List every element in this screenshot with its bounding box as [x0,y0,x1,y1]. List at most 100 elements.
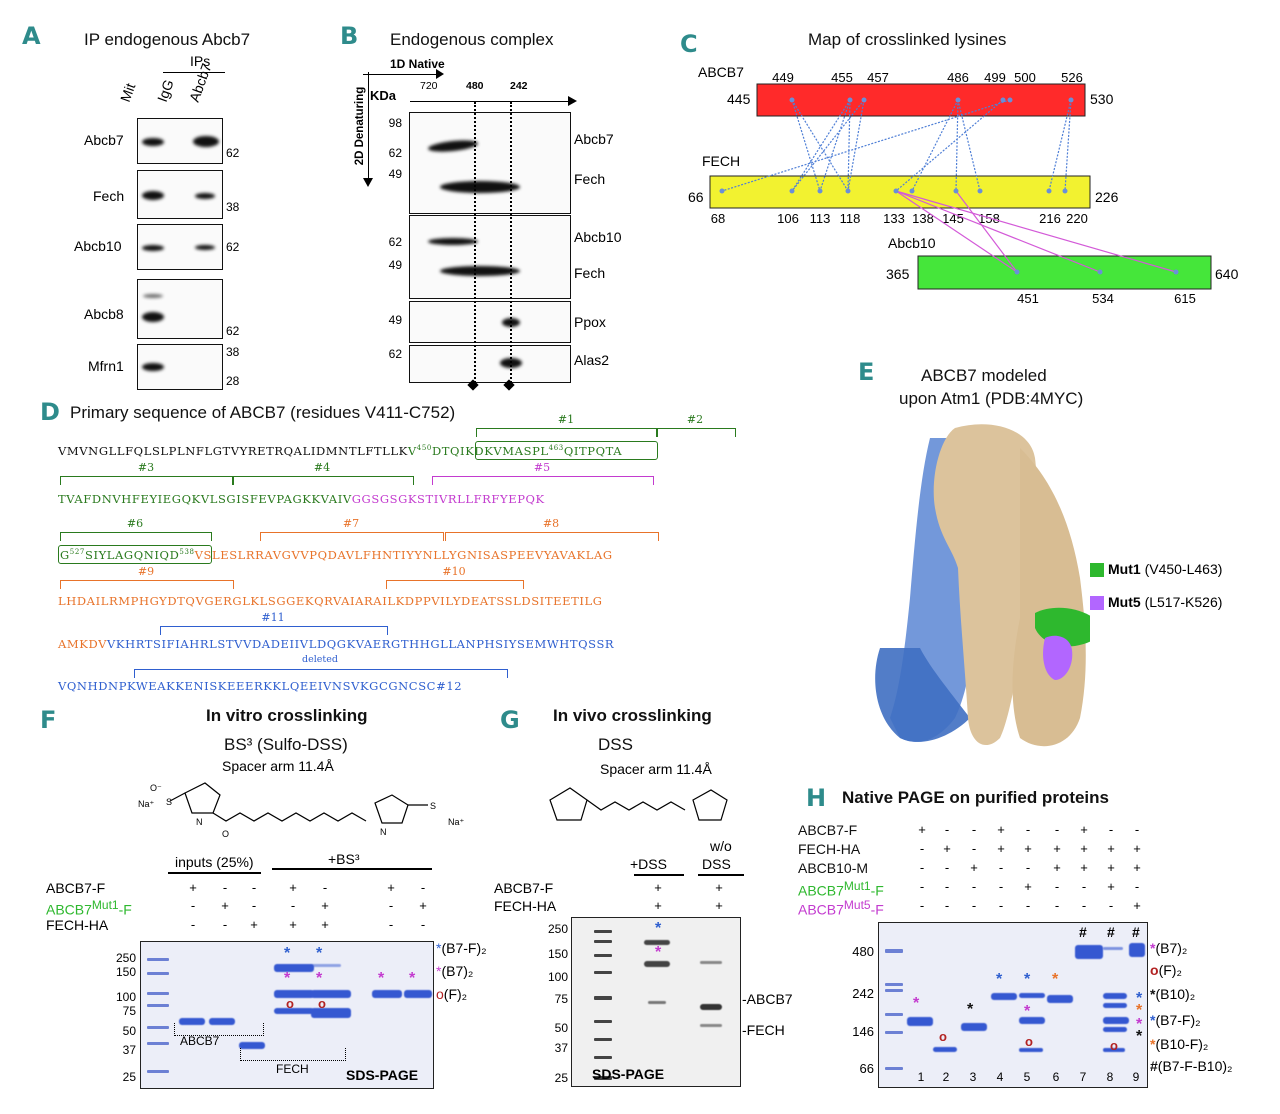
blot-label: Abcb7 [574,131,614,147]
lysine-dot [893,188,899,194]
legend-mut1: Mut1 (V450-L463) [1108,561,1223,577]
blot-b1 [409,112,571,214]
bs3-bracket [272,868,432,870]
h-sign: - [1025,860,1031,875]
peptide-bracket [60,532,212,541]
star-b7: * [284,970,291,987]
lysine-dot [977,188,983,194]
peptide-number: #2 [686,413,704,426]
h-sign: - [919,860,925,875]
map-end: 640 [1215,266,1239,282]
h-sign: - [919,841,925,856]
g-mw-label: 50 [554,1021,568,1035]
lysine-dot [861,97,867,103]
mw-label: 28 [226,374,240,388]
lysine-dot [847,97,853,103]
star-b10f: * [1136,1002,1143,1019]
g-row-abcb7: ABCB7-F [494,880,554,896]
fech-site-label: 118 [840,211,861,226]
dotted-line [510,102,512,386]
f-fech-label: FECH [276,1062,309,1076]
peptide-box [58,545,212,564]
fech-site-label: 106 [777,211,799,226]
circle-f2: o [1110,1038,1118,1053]
g-mw-label: 250 [547,922,568,936]
mw-label: 49 [388,313,402,327]
panel-c-title: Map of crosslinked lysines [808,30,1007,49]
peptide-bracket [160,626,388,635]
panel-b-label: B [340,22,359,50]
sequence-line: AMKDVVKHRTSIFIAHRLSTVVDADEIIVLDQGKVAERGT… [58,637,614,651]
f-abcb7-label: ABCB7 [180,1034,220,1048]
g-sds-label: SDS-PAGE [592,1066,665,1082]
crosslink-line [791,99,865,192]
panel-a-title: IP endogenous Abcb7 [84,30,251,49]
circle-f2: o [286,996,294,1011]
star-b7f: * [996,971,1003,988]
abcb7-bar [756,83,1086,117]
peptide-bracket [260,532,444,541]
star-b7f: * [655,920,662,937]
sequence-segment: DTQIKDKVMASPL [431,444,549,458]
mw-label: 38 [226,200,240,214]
peptide-box [475,441,658,460]
sequence-segment: 538 [179,548,195,557]
h-sign: + [997,841,1005,856]
h-legend-item: *(B7-F)₂ [1150,1012,1201,1028]
circle-f2: o [1025,1034,1033,1049]
chem-label: N [196,817,203,827]
g-sign: + [654,898,662,913]
peptide-bracket [432,476,654,485]
h-sign: - [1134,822,1140,837]
sequence-segment: 463 [548,444,564,453]
h-sign: - [998,898,1004,913]
sequence-segment: 450 [416,444,432,453]
h-mw-label: 146 [852,1024,874,1039]
abcb7-site-label: 500 [1014,70,1036,85]
g-sign: + [654,880,662,895]
h-row-label: ABCB10-M [798,860,869,876]
f-mw-label: 25 [122,1070,136,1084]
f-sign: + [387,880,395,895]
abcb10-map-name: Abcb10 [888,235,936,251]
h-sign: - [1025,822,1031,837]
panel-e-title-2: upon Atm1 (PDB:4MYC) [899,389,1084,408]
h-sign: + [1107,879,1115,894]
g-label: -FECH [742,1022,785,1038]
sequence-segment: G [60,548,70,562]
sequence-segment: VSLESLRRAVGVVPQDAVLFHNTIYYNLLYGNISASPEEV… [194,548,613,562]
abcb7-site-label: 486 [947,70,969,85]
f-sign: - [222,880,228,895]
fech-site-label: 68 [711,211,725,226]
h-sign: + [1133,841,1141,856]
h-sign: - [971,822,977,837]
blot-label: Ppox [574,314,606,330]
abcb10-site-label: 534 [1092,291,1114,306]
abcb7-site-label: 499 [984,70,1006,85]
h-sign: + [1024,879,1032,894]
peptide-number: #4 [313,461,331,474]
lysine-dot [817,188,823,194]
crosslink-line [955,190,1018,273]
h-row-label: ABCB7-F [798,822,858,838]
map-start: 365 [886,266,910,282]
f-sign: - [290,898,296,913]
f-sign: - [322,880,328,895]
sequence-segment: 527 [69,548,85,557]
sequence-segment: V [407,444,417,458]
dotted-line [474,102,476,386]
crosslink-line [895,190,1177,273]
f-mw-label: 75 [122,1004,136,1018]
lysine-dot [953,188,959,194]
peptide-number: #3 [137,461,155,474]
fech-site-label: 220 [1066,211,1088,226]
h-lane-number: 5 [1023,1070,1031,1084]
h-lane-number: 2 [942,1070,950,1084]
abcb7-site-label: 455 [831,70,853,85]
chem-label: Na⁺ [138,799,155,809]
lysine-dot [1068,97,1074,103]
f-sign: - [251,880,257,895]
abcb7-site-label: 457 [867,70,889,85]
abcb7-bracket [174,1023,264,1036]
h-sign: - [1108,822,1114,837]
